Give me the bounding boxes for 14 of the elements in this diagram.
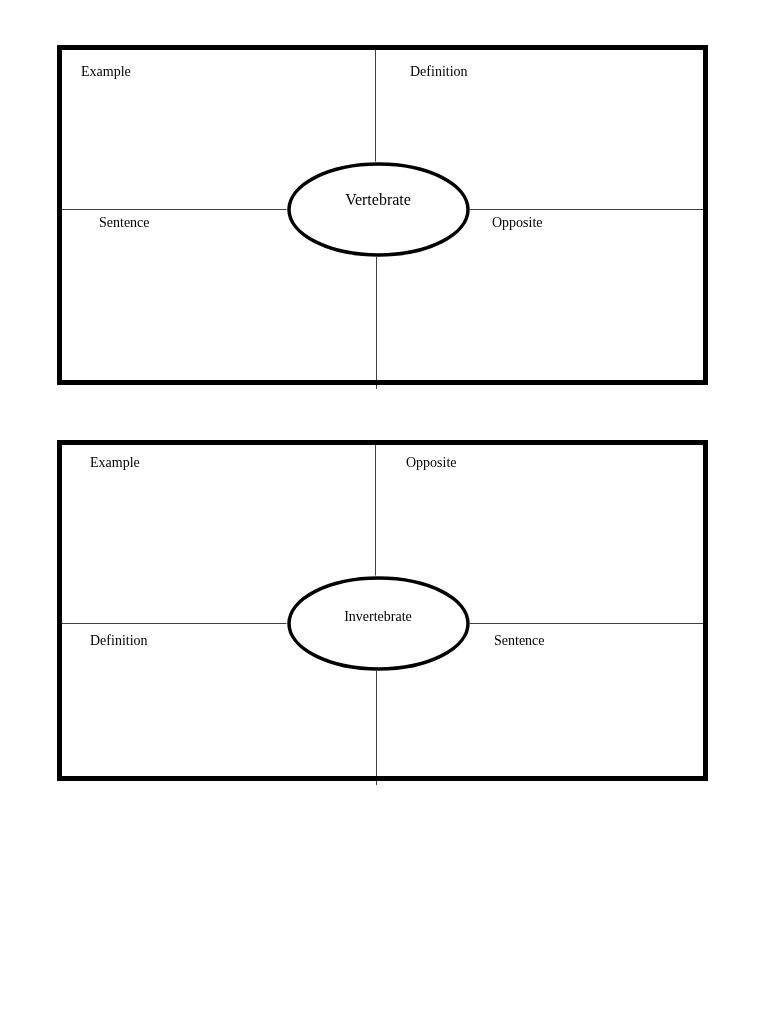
topic-word: Invertebrate <box>343 609 413 625</box>
quadrant-heading: Definition <box>90 633 148 649</box>
quadrant-heading: Sentence <box>494 633 545 649</box>
frame-box <box>57 45 708 385</box>
quadrant-heading: Example <box>90 455 140 471</box>
quadrant-heading: Sentence <box>99 215 150 231</box>
center-ellipse <box>286 575 470 671</box>
quadrant-heading: Opposite <box>406 455 457 471</box>
center-ellipse <box>286 161 470 257</box>
topic-word: Vertebrate <box>344 191 412 209</box>
quadrant-heading: Definition <box>410 64 468 80</box>
frame-box <box>57 440 708 781</box>
quadrant-heading: Opposite <box>492 215 543 231</box>
quadrant-heading: Example <box>81 64 131 80</box>
